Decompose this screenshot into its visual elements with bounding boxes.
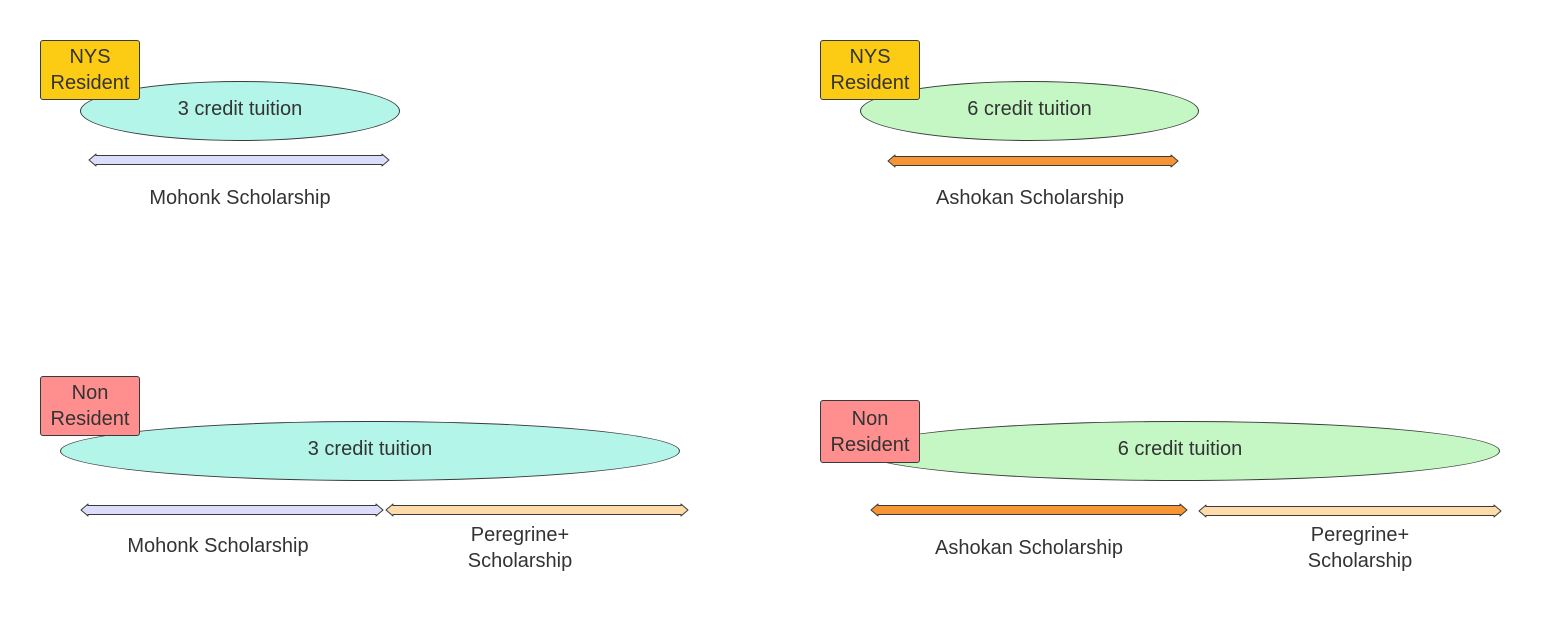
mohonk-scholarship-bar bbox=[88, 153, 390, 167]
mohonk-scholarship-label: Mohonk Scholarship bbox=[127, 535, 309, 557]
non-resident-tag: Non Resident bbox=[40, 376, 140, 436]
ashokan-scholarship-label: Ashokan Scholarship bbox=[936, 187, 1124, 209]
peregrine-scholarship-label: Peregrine+ Scholarship bbox=[1307, 524, 1413, 572]
double-arrow-shape bbox=[1198, 504, 1502, 518]
tuition-label: 3 credit tuition bbox=[177, 97, 303, 120]
tuition-label: 6 credit tuition bbox=[967, 97, 1092, 120]
tuition-3-credit-nys: 3 credit tuition bbox=[80, 81, 400, 141]
mohonk-scholarship-label: Mohonk Scholarship bbox=[149, 187, 331, 209]
tag-label: Non Resident bbox=[830, 407, 910, 456]
double-arrow-shape bbox=[80, 503, 384, 517]
double-arrow-shape bbox=[887, 154, 1179, 168]
non-resident-tag: Non Resident bbox=[820, 400, 920, 463]
tuition-3-credit-non-resident: 3 credit tuition bbox=[60, 421, 680, 481]
double-arrow-shape bbox=[385, 503, 689, 517]
mohonk-scholarship-bar bbox=[80, 503, 384, 517]
tuition-6-credit-non-resident: 6 credit tuition bbox=[860, 421, 1500, 481]
tag-label: Non Resident bbox=[50, 382, 130, 430]
peregrine-scholarship-bar bbox=[1198, 504, 1502, 518]
tuition-label: 6 credit tuition bbox=[1117, 437, 1243, 460]
ashokan-scholarship-bar bbox=[870, 503, 1188, 517]
ashokan-scholarship-label: Ashokan Scholarship bbox=[935, 537, 1123, 559]
peregrine-scholarship-label: Peregrine+ Scholarship bbox=[467, 524, 573, 572]
double-arrow-shape bbox=[88, 153, 390, 167]
double-arrow-shape bbox=[870, 503, 1188, 517]
peregrine-scholarship-bar bbox=[385, 503, 689, 517]
ashokan-scholarship-bar bbox=[887, 154, 1179, 168]
nys-resident-tag: NYS Resident bbox=[820, 40, 920, 100]
tag-label: NYS Resident bbox=[830, 46, 910, 94]
tag-label: NYS Resident bbox=[50, 46, 130, 94]
nys-resident-tag: NYS Resident bbox=[40, 40, 140, 100]
tuition-label: 3 credit tuition bbox=[307, 437, 433, 460]
